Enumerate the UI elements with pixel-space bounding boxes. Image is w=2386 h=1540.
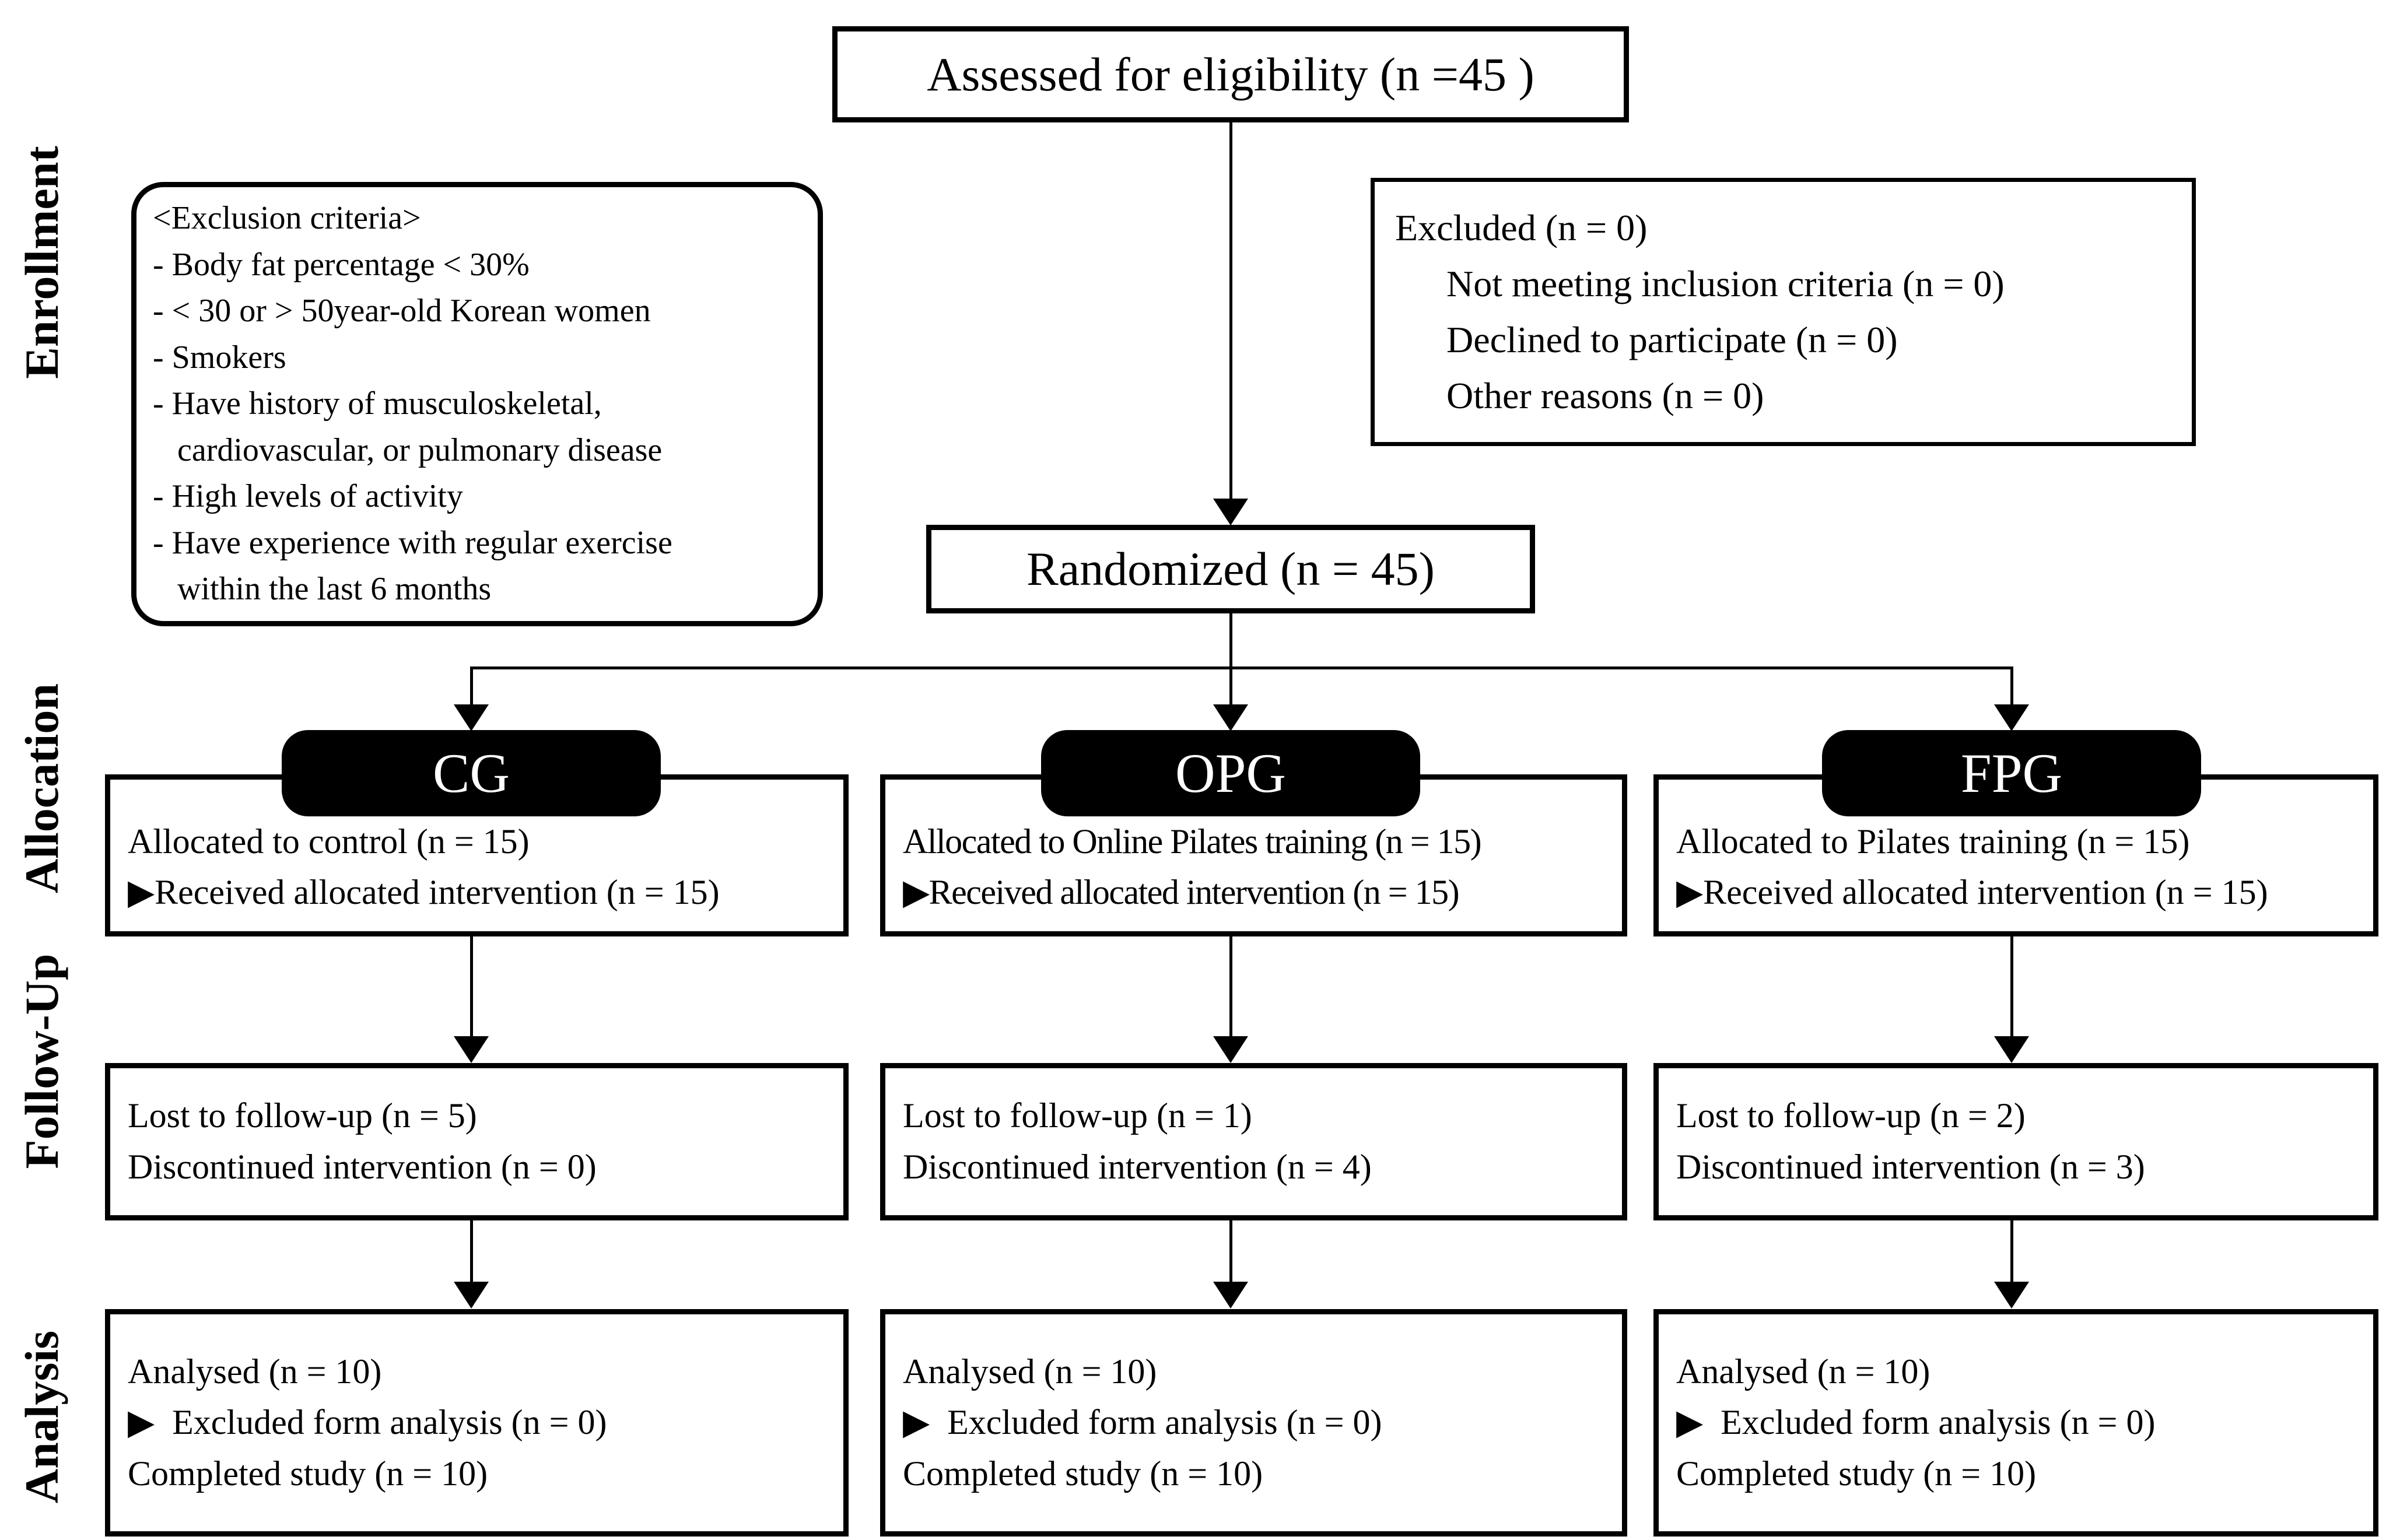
arrowhead-into-cg-followup [454,1036,489,1063]
connector-fpg-followup-to-analysis [2010,1220,2013,1282]
arrowhead-into-fpg-followup [1994,1036,2029,1063]
stage-label-enrollment: Enrollment [15,146,68,379]
branch-drop-opg [1229,666,1232,706]
analysis-line: Analysed (n = 10) [128,1352,382,1391]
branch-hline [471,666,2013,669]
exclusion-criteria-item: - Body fat percentage < 30% [153,246,530,283]
analysis-line: Completed study (n = 10) [1676,1454,2037,1493]
excluded-title: Excluded (n = 0) [1395,207,1648,248]
cg-followup-box: Lost to follow-up (n = 5) Discontinued i… [105,1063,849,1220]
analysis-line: Analysed (n = 10) [1676,1352,1930,1391]
opg-analysis-box: Analysed (n = 10) ▶ Excluded form analys… [880,1309,1627,1537]
group-label-cg: CG [282,730,661,816]
followup-line: Discontinued intervention (n = 4) [903,1148,1372,1186]
followup-line: Lost to follow-up (n = 2) [1676,1096,2026,1135]
exclusion-criteria-item: within the last 6 months [153,571,492,608]
allocation-line: Allocated to control (n = 15) [128,822,530,861]
analysis-line: ▶ Excluded form analysis (n = 0) [128,1403,607,1442]
allocation-line: Allocated to Online Pilates training (n … [903,822,1482,861]
assessed-text: Assessed for eligibility (n =45 ) [927,47,1534,101]
connector-fpg-alloc-to-followup [2010,936,2013,1037]
exclusion-criteria-item: - < 30 or > 50year-old Korean women [153,293,651,329]
excluded-item: Declined to participate (n = 0) [1446,319,1898,360]
connector-assessed-to-randomized [1229,122,1232,500]
stage-label-allocation: Allocation [15,683,68,893]
analysis-line: ▶ Excluded form analysis (n = 0) [903,1403,1382,1442]
arrowhead-into-fpg-analysis [1994,1282,2029,1309]
exclusion-criteria-title: <Exclusion criteria> [153,200,421,237]
exclusion-criteria-item: - Have experience with regular exercise [153,524,672,561]
excluded-box: Excluded (n = 0) Not meeting inclusion c… [1371,178,2196,446]
connector-opg-alloc-to-followup [1229,936,1232,1037]
arrowhead-into-randomized [1213,499,1248,525]
allocation-line: ▶Received allocated intervention (n = 15… [903,873,1460,912]
arrowhead-into-cg-analysis [454,1282,489,1309]
fpg-allocation-box: Allocated to Pilates training (n = 15) ▶… [1653,774,2378,936]
allocation-line: Allocated to Pilates training (n = 15) [1676,822,2190,861]
analysis-line: Completed study (n = 10) [903,1454,1263,1493]
excluded-item: Other reasons (n = 0) [1446,375,1764,416]
connector-opg-followup-to-analysis [1229,1220,1232,1282]
exclusion-criteria-item: - Have history of musculoskeletal, [153,385,602,422]
followup-line: Discontinued intervention (n = 0) [128,1148,597,1186]
excluded-item: Not meeting inclusion criteria (n = 0) [1446,263,2005,304]
analysis-line: Analysed (n = 10) [903,1352,1157,1391]
arrowhead-into-opg-label [1213,704,1248,731]
exclusion-criteria-item: cardiovascular, or pulmonary disease [153,432,663,468]
connector-cg-alloc-to-followup [470,936,473,1037]
fpg-followup-box: Lost to follow-up (n = 2) Discontinued i… [1653,1063,2378,1220]
exclusion-criteria-item: - High levels of activity [153,478,463,515]
opg-followup-box: Lost to follow-up (n = 1) Discontinued i… [880,1063,1627,1220]
followup-line: Discontinued intervention (n = 3) [1676,1148,2145,1186]
connector-randomized-to-branch [1229,613,1232,669]
branch-drop-cg [470,666,473,706]
stage-label-analysis: Analysis [15,1330,68,1504]
analysis-line: Completed study (n = 10) [128,1454,488,1493]
group-label-opg: OPG [1041,730,1420,816]
exclusion-criteria-box: <Exclusion criteria> - Body fat percenta… [131,182,823,626]
randomized-box: Randomized (n = 45) [926,525,1535,613]
allocation-line: ▶Received allocated intervention (n = 15… [1676,873,2268,912]
arrowhead-into-fpg-label [1994,704,2029,731]
randomized-text: Randomized (n = 45) [1026,542,1435,595]
group-label-fpg: FPG [1822,730,2201,816]
followup-line: Lost to follow-up (n = 5) [128,1096,477,1135]
connector-cg-followup-to-analysis [470,1220,473,1282]
fpg-analysis-box: Analysed (n = 10) ▶ Excluded form analys… [1653,1309,2378,1537]
stage-label-followup: Follow-Up [15,953,68,1169]
opg-allocation-box: Allocated to Online Pilates training (n … [880,774,1627,936]
arrowhead-into-opg-followup [1213,1036,1248,1063]
arrowhead-into-cg-label [454,704,489,731]
cg-analysis-box: Analysed (n = 10) ▶ Excluded form analys… [105,1309,849,1537]
exclusion-criteria-item: - Smokers [153,339,286,376]
allocation-line: ▶Received allocated intervention (n = 15… [128,873,720,912]
analysis-line: ▶ Excluded form analysis (n = 0) [1676,1403,2156,1442]
arrowhead-into-opg-analysis [1213,1282,1248,1309]
assessed-box: Assessed for eligibility (n =45 ) [832,26,1629,122]
branch-drop-fpg [2010,666,2013,706]
followup-line: Lost to follow-up (n = 1) [903,1096,1252,1135]
